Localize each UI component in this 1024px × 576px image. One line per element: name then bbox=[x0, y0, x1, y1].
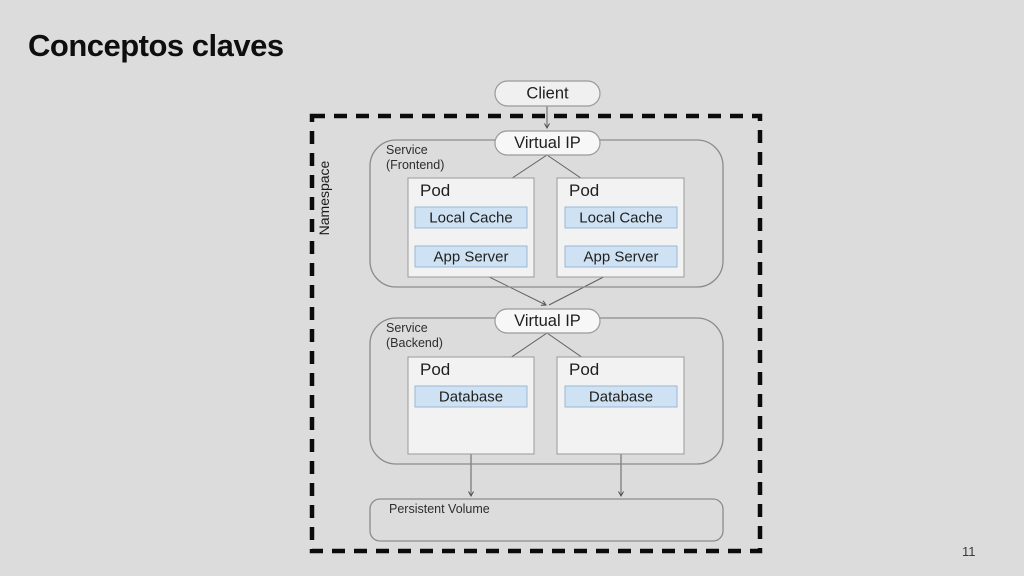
frontend-virtual-ip-label: Virtual IP bbox=[514, 134, 581, 152]
database-1-box bbox=[414, 385, 528, 408]
app-server-2-box bbox=[564, 245, 678, 268]
namespace-label: Namespace bbox=[316, 160, 332, 235]
database-2-label: Database bbox=[589, 389, 653, 406]
frontend-virtual-ip-node bbox=[494, 130, 601, 156]
database-2-box bbox=[564, 385, 678, 408]
frontend-pod-2-label: Pod bbox=[569, 181, 599, 200]
page-number: 11 bbox=[962, 544, 976, 559]
app-server-1-box bbox=[414, 245, 528, 268]
frontend-service-label-line2: (Frontend) bbox=[386, 158, 444, 172]
local-cache-1-box bbox=[414, 206, 528, 229]
backend-pod-1-label: Pod bbox=[420, 360, 450, 379]
frontend-pod-1-label: Pod bbox=[420, 181, 450, 200]
client-label: Client bbox=[526, 85, 569, 103]
database-1-label: Database bbox=[439, 389, 503, 406]
local-cache-1-label: Local Cache bbox=[429, 210, 512, 227]
local-cache-2-label: Local Cache bbox=[579, 210, 662, 227]
app-server-2-label: App Server bbox=[583, 249, 658, 266]
client-node bbox=[494, 80, 601, 107]
backend-service-label-line2: (Backend) bbox=[386, 336, 443, 350]
local-cache-2-box bbox=[564, 206, 678, 229]
frontend-service-label-line1: Service bbox=[386, 143, 428, 157]
backend-service-label-line1: Service bbox=[386, 321, 428, 335]
backend-pod-2-label: Pod bbox=[569, 360, 599, 379]
persistent-volume-label: Persistent Volume bbox=[389, 502, 490, 516]
backend-virtual-ip-node bbox=[494, 308, 601, 334]
page-title: Conceptos claves bbox=[28, 28, 284, 63]
backend-virtual-ip-label: Virtual IP bbox=[514, 312, 581, 330]
persistent-volume-box bbox=[369, 498, 724, 542]
namespace-boundary bbox=[309, 113, 763, 554]
app-server-1-label: App Server bbox=[433, 249, 508, 266]
